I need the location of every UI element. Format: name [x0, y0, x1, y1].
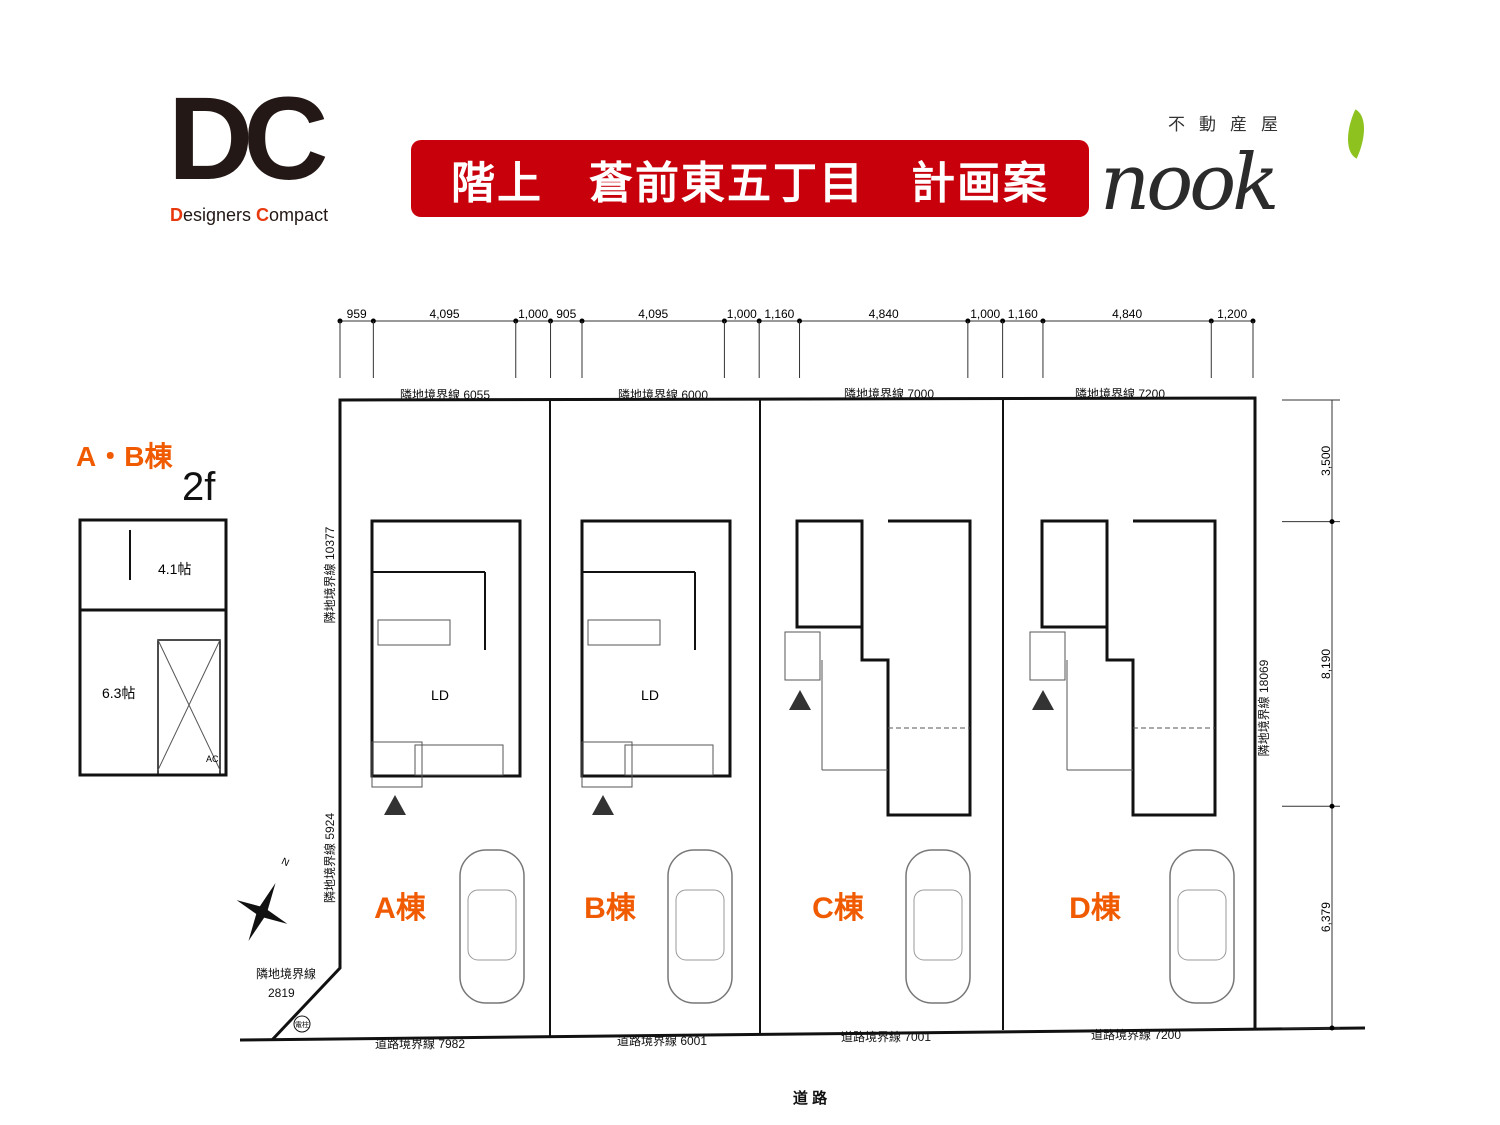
- dim-label: 1,000: [518, 307, 548, 321]
- road-label: 道 路: [793, 1089, 828, 1107]
- stairs: [784, 631, 821, 681]
- nook-tagline: 不動産屋: [1168, 115, 1292, 135]
- entrance-marker-icon: [592, 795, 614, 815]
- kitchen-counter: [377, 619, 451, 646]
- dim-label: 1,160: [1008, 307, 1038, 321]
- lot-name-label: B棟: [584, 892, 637, 925]
- boundary-label: 隣地境界線 7000: [844, 386, 934, 401]
- boundary-label-diagonal: 隣地境界線: [256, 966, 316, 981]
- dim-label: 905: [556, 307, 576, 321]
- kitchen-counter: [587, 619, 661, 646]
- lot-name-label: A棟: [374, 892, 427, 925]
- lot-C棟: C棟: [784, 519, 972, 1004]
- nook-logo: nook: [1100, 138, 1279, 228]
- lot-B棟: LD B棟: [580, 519, 733, 1004]
- dim-label: 1,200: [1217, 307, 1247, 321]
- dim-label: 4,840: [1112, 307, 1142, 321]
- house-outline: [1040, 519, 1109, 629]
- dim-label: 3,500: [1319, 445, 1333, 475]
- room-label: LD: [431, 687, 449, 703]
- dim-label: 959: [347, 307, 367, 321]
- dim-label: 4,840: [869, 307, 899, 321]
- house-outline: [795, 519, 864, 629]
- car-icon: [459, 849, 525, 1004]
- entrance-marker-icon: [789, 690, 811, 710]
- boundary-label-left-lower: 隣地境界線 5924: [322, 813, 337, 903]
- car-icon: [905, 849, 971, 1004]
- room-label: 6.3帖: [102, 685, 135, 701]
- lot-name-label: D棟: [1069, 892, 1122, 925]
- road-boundary-label: 道路境界線 7001: [841, 1029, 931, 1044]
- room-label: 4.1帖: [158, 561, 191, 577]
- lot-boundaries: [239, 396, 1366, 1042]
- lot-D棟: D棟: [1029, 519, 1235, 1004]
- dc-logo-subtitle: Designers Compact: [170, 205, 329, 226]
- dc-sub-c: C: [256, 205, 270, 225]
- room-label: LD: [641, 687, 659, 703]
- dc-sub-esigners: esigners: [183, 205, 257, 225]
- boundary-label-right: 隣地境界線 18069: [1256, 659, 1271, 756]
- dc-logo: DC: [168, 73, 328, 205]
- boundary-label: 隣地境界線 6055: [400, 387, 490, 402]
- dim-label: 4,095: [638, 307, 668, 321]
- entrance-marker-icon: [1032, 690, 1054, 710]
- utility-pole-label: 電柱: [295, 1020, 309, 1029]
- 2f-floor-label: 2f: [182, 465, 216, 509]
- floor-plan-2f: A・B棟 2f 4.1帖 6.3帖 AC: [76, 441, 228, 777]
- road-boundary-label: 道路境界線 6001: [617, 1033, 707, 1048]
- right-dimension-line: 3,500 8,190 6,379: [1282, 399, 1340, 1031]
- boundary-label-diagonal-value: 2819: [268, 986, 295, 1000]
- title-banner: 階上 蒼前東五丁目 計画案: [411, 140, 1089, 217]
- boundary-label-left-upper: 隣地境界線 10377: [322, 526, 337, 623]
- boundary-label: 隣地境界線 7200: [1075, 386, 1165, 401]
- house-outline: [370, 519, 522, 778]
- dim-tick: [1329, 803, 1335, 809]
- boundary-label: 隣地境界線 6000: [618, 387, 708, 402]
- dc-sub-ompact: ompact: [269, 205, 329, 225]
- dim-label: 6,379: [1319, 902, 1333, 932]
- dim-label: 1,000: [970, 307, 1000, 321]
- dim-label: 1,160: [764, 307, 794, 321]
- dim-tick: [1329, 519, 1335, 525]
- dim-label: 1,000: [727, 307, 757, 321]
- dim-label: 4,095: [430, 307, 460, 321]
- house-outline: [1105, 519, 1217, 817]
- stairs: [1029, 631, 1066, 681]
- entrance-marker-icon: [384, 795, 406, 815]
- north-label: N: [279, 856, 290, 869]
- ac-label: AC: [206, 754, 219, 764]
- dc-sub-d: D: [170, 205, 183, 225]
- car-icon: [667, 849, 733, 1004]
- house-outline: [860, 519, 972, 817]
- 2f-building-label: A・B棟: [76, 441, 173, 472]
- dim-label: 8,190: [1319, 649, 1333, 679]
- car-icon: [1169, 849, 1235, 1004]
- road-boundary-label: 道路境界線 7982: [375, 1036, 465, 1051]
- lot-name-label: C棟: [812, 892, 865, 925]
- road-boundary-label: 道路境界線 7200: [1091, 1027, 1181, 1042]
- lot-A棟: LD A棟: [370, 519, 525, 1004]
- top-dimension-line: 959 4,095 1,000 905 4,095 1,000 1,160 4,840 1,00…: [337, 307, 1256, 378]
- house-outline: [580, 519, 732, 778]
- compass-icon: N: [236, 856, 291, 942]
- dim-tick: [1329, 1025, 1335, 1031]
